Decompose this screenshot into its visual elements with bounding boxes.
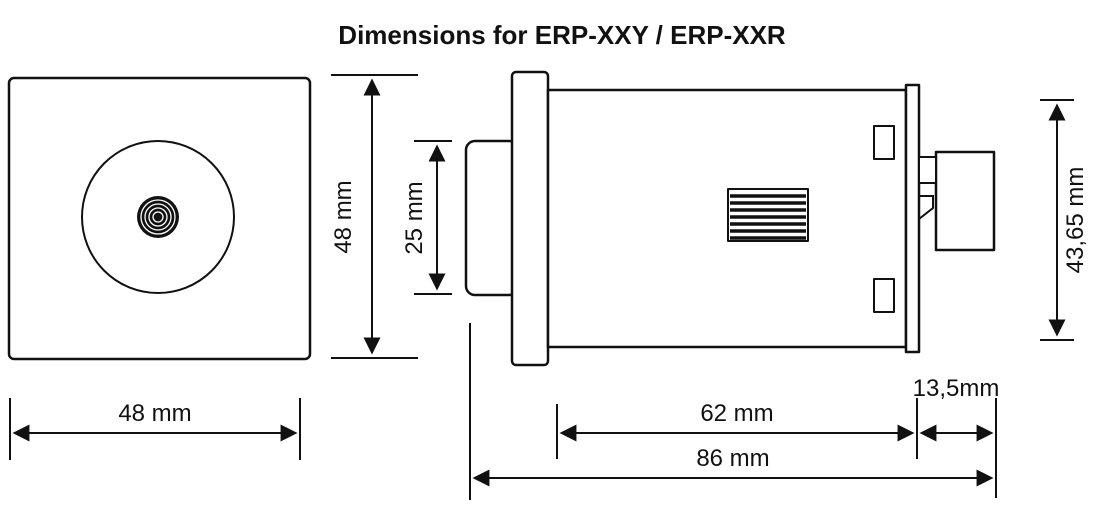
diagram-title: Dimensions for ERP-XXY / ERP-XXR: [338, 20, 786, 50]
dim-total-depth: 86 mm: [469, 323, 994, 500]
dim-front-width-label: 48 mm: [118, 400, 191, 427]
dim-connector-depth-label: 13,5mm: [913, 375, 1000, 402]
dim-bezel-height: 25 mm: [401, 140, 452, 295]
lens-ring: [140, 199, 176, 235]
clip-top: [873, 125, 895, 160]
front-flange-outline: [510, 70, 550, 367]
dim-body-depth: 62 mm: [556, 398, 918, 459]
dim-body-height-label: 43,65 mm: [1062, 167, 1089, 274]
dim-body-depth-label: 62 mm: [700, 400, 773, 427]
clip-bottom: [873, 278, 895, 313]
dim-front-height-label: 48 mm: [330, 180, 357, 253]
front-view: [7, 76, 312, 361]
connector-outline: [934, 150, 996, 252]
bezel-side-outline: [464, 139, 520, 297]
lens-icon: [137, 196, 179, 238]
dim-bezel-height-label: 25 mm: [401, 181, 428, 254]
connector-tab: [918, 156, 937, 184]
connector-hook: [918, 195, 934, 220]
rear-plate-outline: [904, 83, 921, 354]
side-view: [464, 70, 996, 367]
dim-total-depth-label: 86 mm: [696, 445, 769, 472]
dim-front-height: 48 mm: [330, 74, 418, 359]
lens-ring: [152, 211, 164, 223]
dim-connector-depth: 13,5mm: [913, 375, 1000, 498]
dim-front-width: 48 mm: [9, 398, 301, 460]
dim-body-height: 43,65 mm: [1040, 99, 1089, 341]
lens-ring: [148, 207, 168, 227]
lens-ring: [144, 203, 172, 231]
